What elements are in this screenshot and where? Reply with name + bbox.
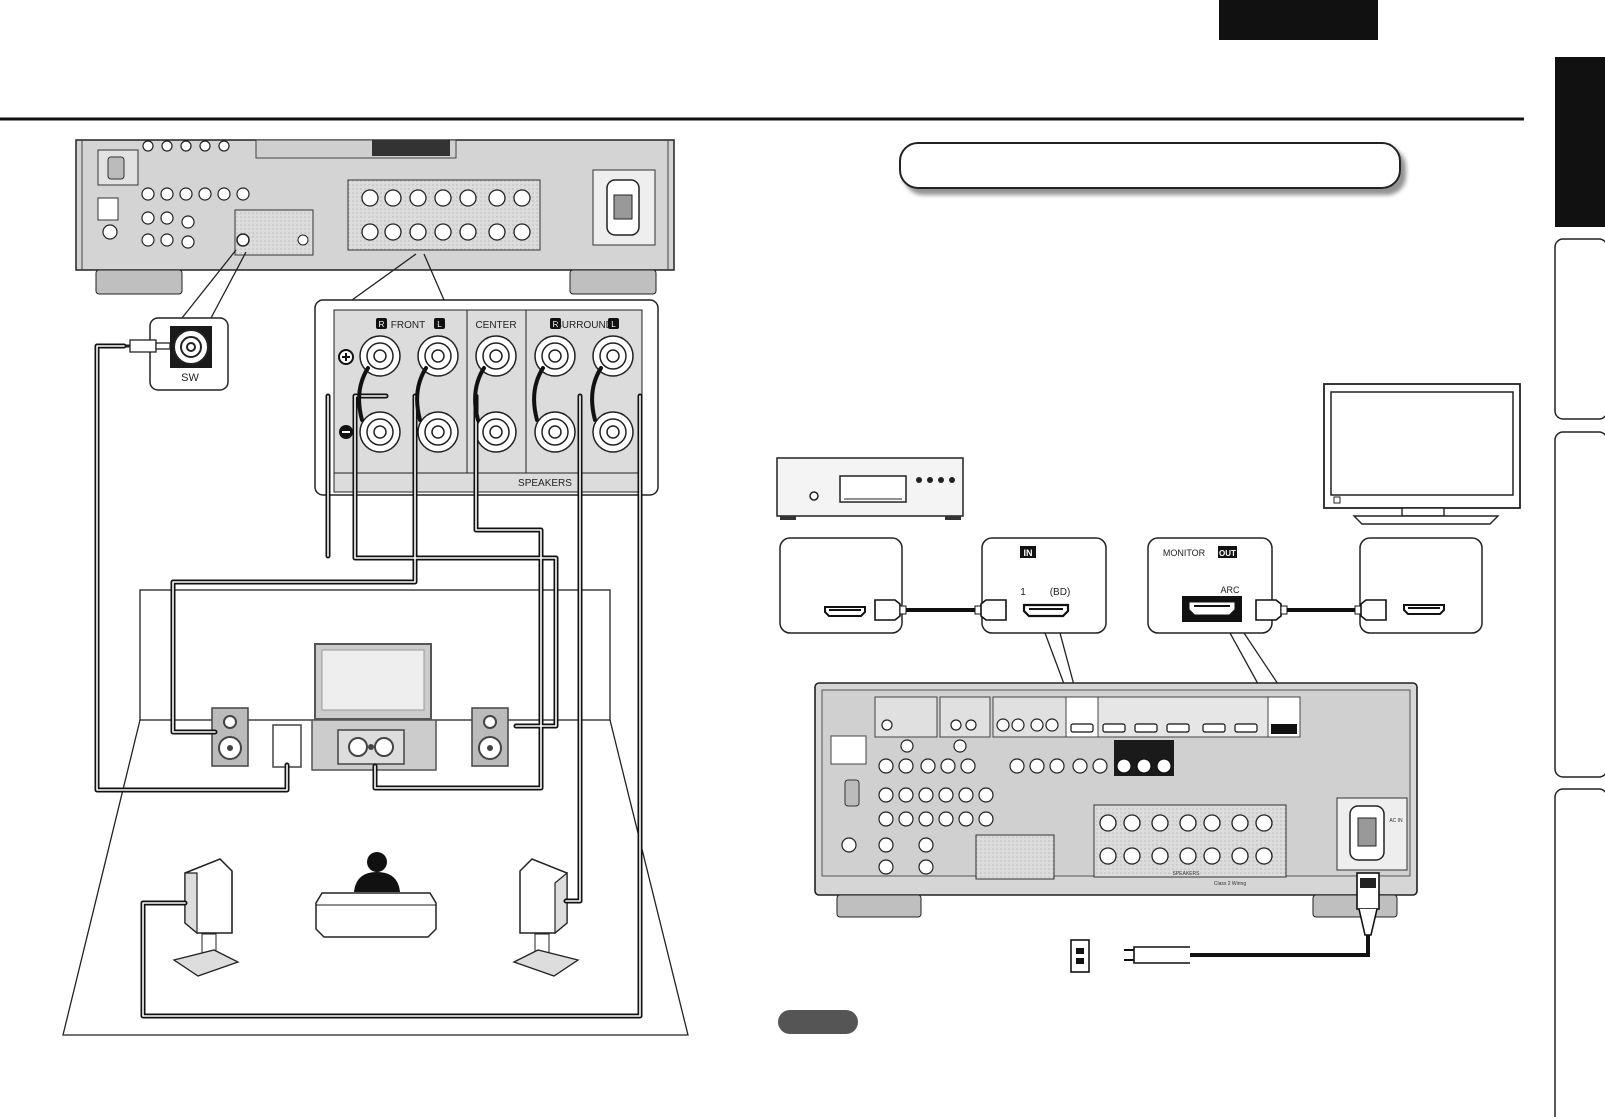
sw-jack-small — [236, 233, 250, 247]
listener — [315, 852, 437, 938]
room-diagram — [62, 589, 689, 1036]
receiver-rear-panel: SPEAKERS Class 2 Wiring AC IN — [814, 682, 1418, 918]
sw-callout: SW — [124, 317, 229, 391]
front-label: FRONT — [391, 320, 425, 331]
hdmi-cable-bd — [874, 599, 1007, 621]
hdmi-tv-box — [1359, 537, 1483, 634]
front-right-speaker — [471, 707, 509, 767]
power-cord — [1070, 872, 1380, 973]
surround-left-badge: L — [611, 320, 616, 329]
note-pill — [778, 1010, 858, 1034]
hdmi-out-badge: OUT — [1219, 549, 1236, 558]
side-tab-active[interactable] — [1555, 57, 1605, 227]
bd-player — [776, 457, 964, 520]
surround-left-speaker — [172, 858, 240, 977]
side-tab-4[interactable] — [1554, 788, 1605, 1117]
hdmi-in-port-number: 1 — [1020, 587, 1026, 598]
subwoofer — [272, 724, 302, 768]
tv-monitor — [1323, 383, 1521, 525]
sw-label: SW — [181, 372, 199, 384]
hdmi-in-badge: IN — [1024, 548, 1033, 558]
side-tab-3[interactable] — [1554, 431, 1605, 778]
hdmi-receiver-out-box: MONITOR OUT ARC — [1147, 537, 1273, 634]
surround-right-speaker — [512, 858, 580, 977]
left-receiver-rear — [75, 139, 675, 295]
hdmi-arc-label: ARC — [1220, 585, 1240, 595]
front-right-badge: R — [379, 320, 385, 329]
surround-label: SURROUND — [555, 320, 613, 331]
side-tab-2[interactable] — [1554, 238, 1605, 420]
ac-in-label: AC IN — [1389, 818, 1403, 824]
side-tabs — [1554, 57, 1605, 1117]
section-title-box — [899, 142, 1401, 189]
hdmi-cable-tv — [1255, 599, 1387, 621]
hdmi-bd-box — [779, 537, 903, 634]
header-black-block — [1219, 0, 1378, 40]
rear-speakers-label: SPEAKERS — [1173, 871, 1201, 877]
rear-class2-label: Class 2 Wiring — [1214, 881, 1246, 887]
hdmi-in-port-name: (BD) — [1050, 587, 1071, 598]
front-left-badge: L — [437, 320, 442, 329]
hdmi-monitor-label: MONITOR — [1163, 548, 1206, 558]
center-label: CENTER — [475, 320, 516, 331]
speaker-cables — [94, 343, 643, 1019]
front-left-speaker — [211, 707, 249, 767]
hdmi-receiver-in-box: IN 1 (BD) — [981, 537, 1107, 634]
terminal-posts — [359, 335, 634, 453]
surround-right-badge: R — [553, 320, 559, 329]
speakers-label: SPEAKERS — [518, 478, 572, 489]
speaker-terminal-callout: R FRONT L CENTER R SURROUND L SPEAKERS — [314, 299, 659, 496]
callout-lines — [181, 249, 445, 319]
wall-outlet — [1070, 939, 1090, 973]
